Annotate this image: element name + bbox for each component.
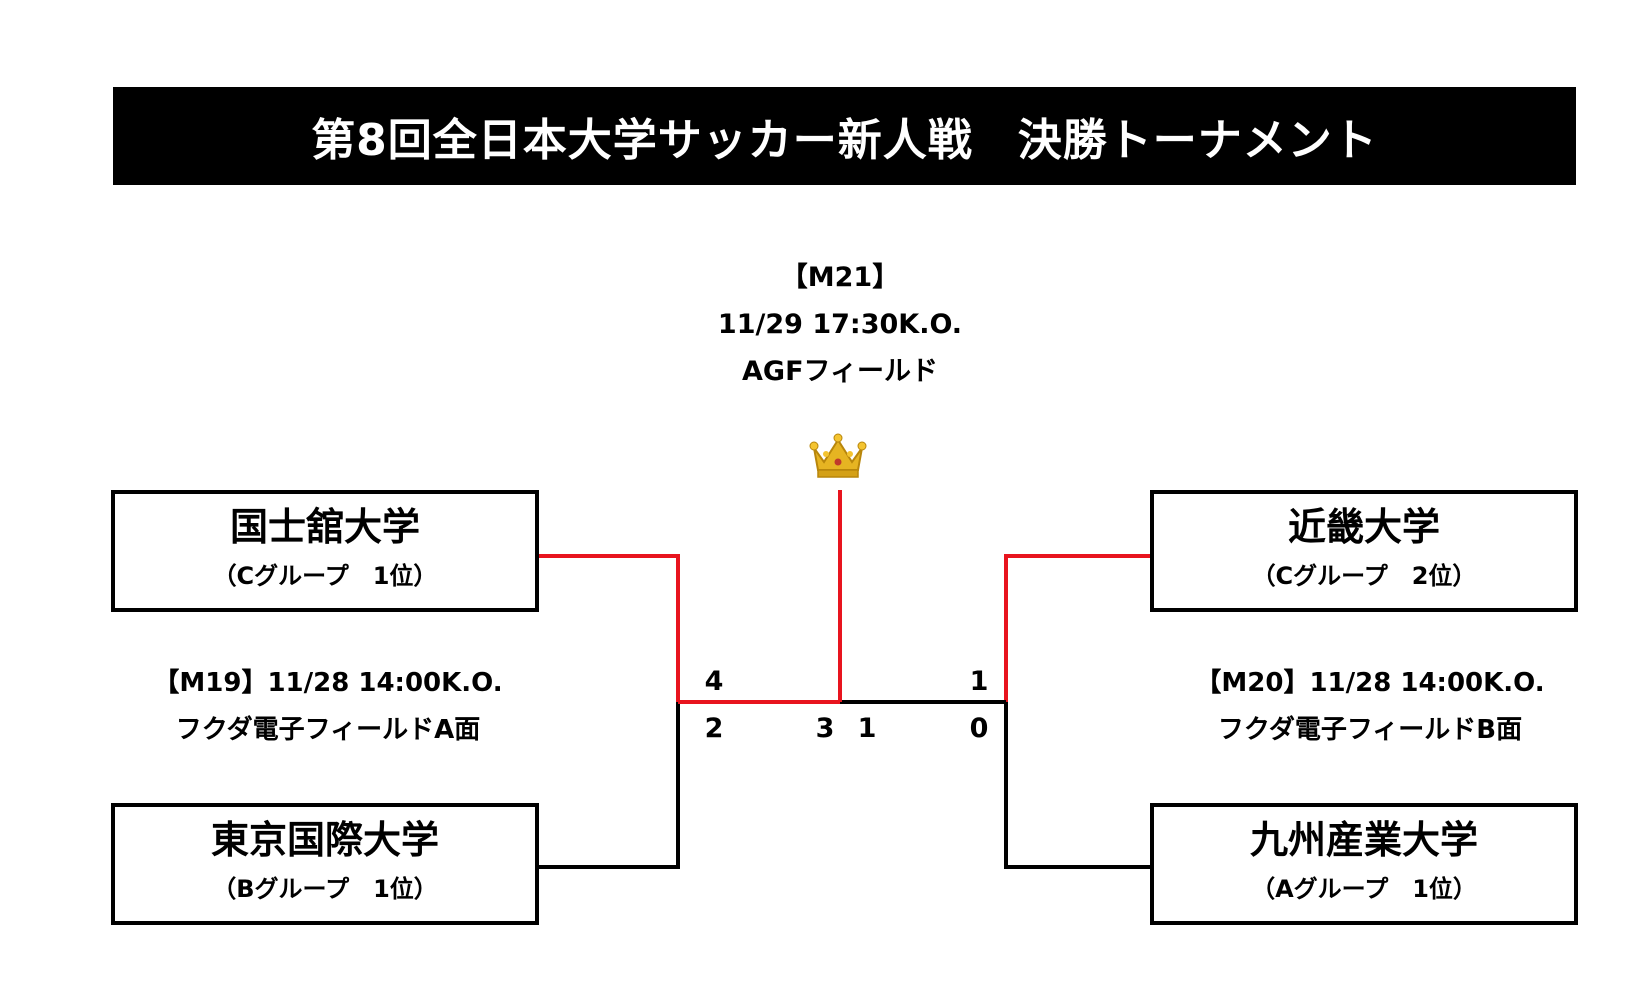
score-final-right: 1 [857,713,877,744]
team-name: 近畿大学 [1287,505,1440,549]
score-left-bottom: 2 [704,713,724,744]
team-box-bottom-left: 東京国際大学 （Bグループ 1位） [111,803,539,925]
score-right-top: 1 [969,666,989,697]
semifinal-left-venue: フクダ電子フィールドA面 [175,715,481,745]
tournament-title: 第8回全日本大学サッカー新人戦 決勝トーナメント [113,87,1576,185]
bracket-line-left-bottom [536,702,680,869]
semifinal-right-label: 【M20】11/28 14:00K.O. [1195,668,1545,698]
semifinal-right-venue: フクダ電子フィールドB面 [1217,715,1523,745]
semifinal-left-label: 【M19】11/28 14:00K.O. [153,668,503,698]
team-group: （Bグループ 1位） [212,875,438,903]
score-left-top: 4 [704,666,724,697]
semifinal-left-info: 【M19】11/28 14:00K.O. フクダ電子フィールドA面 [118,660,538,754]
score-final-left: 3 [815,713,835,744]
bracket-line-right-bottom [1004,702,1150,869]
team-group: （Cグループ 2位） [1251,562,1477,590]
bracket-line-right-top [1004,554,1150,702]
team-box-top-right: 近畿大学 （Cグループ 2位） [1150,490,1578,612]
bracket-line-left-top [536,554,680,702]
crown-icon [809,433,867,478]
final-match-datetime: 11/29 17:30K.O. [717,309,963,340]
score-right-bottom: 0 [969,713,989,744]
final-match-id: 【M21】 [780,262,900,293]
team-name: 東京国際大学 [210,818,439,862]
team-box-bottom-right: 九州産業大学 （Aグループ 1位） [1150,803,1578,925]
team-group: （Cグループ 1位） [212,562,438,590]
team-group: （Aグループ 1位） [1251,875,1477,903]
final-match-info: 【M21】 11/29 17:30K.O. AGFフィールド [640,254,1040,395]
team-name: 九州産業大学 [1249,818,1478,862]
final-match-venue: AGFフィールド [742,356,938,387]
team-box-top-left: 国士舘大学 （Cグループ 1位） [111,490,539,612]
team-name: 国士舘大学 [229,505,420,549]
semifinal-right-info: 【M20】11/28 14:00K.O. フクダ電子フィールドB面 [1160,660,1580,754]
